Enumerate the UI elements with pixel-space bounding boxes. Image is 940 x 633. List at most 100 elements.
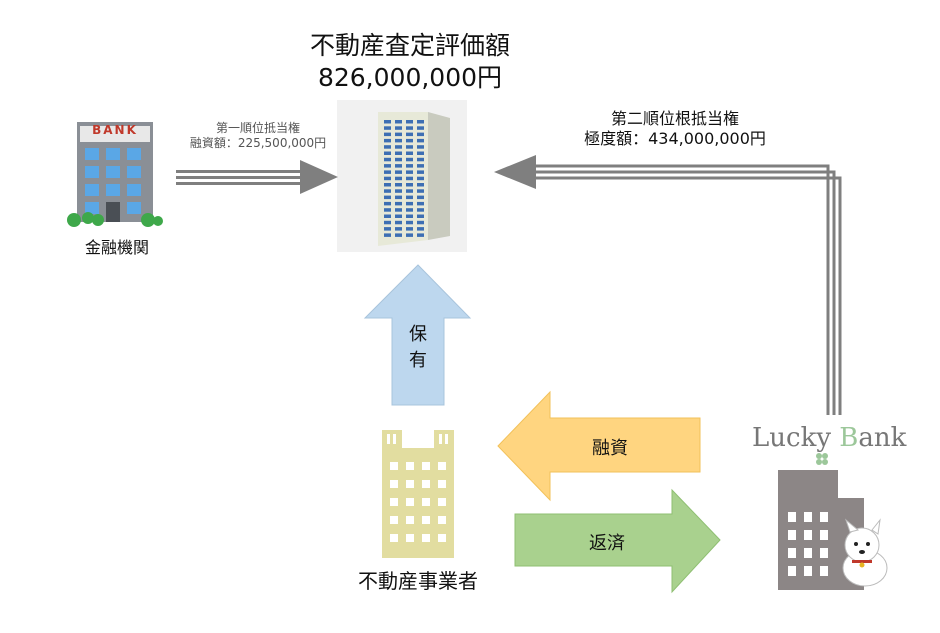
window-pane [417,195,424,200]
window-pane [384,201,391,206]
window-pane [406,157,413,162]
window-pane [390,462,398,470]
window-pane [395,220,402,225]
own-arrow [363,264,472,406]
repay-arrow [514,488,721,594]
window-pane [384,183,391,187]
second-lien-line2: 極度額：434,000,000円 [584,129,766,148]
window-pane [395,132,402,137]
window-pane [406,189,413,193]
window-pane [406,227,413,231]
first-lien-line2: 融資額：225,500,000円 [189,136,327,150]
window-pane [417,120,424,124]
own-arrow-label: 保有 [409,324,427,371]
window-pane [406,126,413,130]
window-pane [406,145,413,149]
window-pane [417,233,424,237]
window-pane [417,132,424,137]
window-pane [406,183,413,187]
window-pane [804,512,812,522]
window-pane [390,480,398,488]
window-pane [395,126,402,130]
window-pane [390,498,398,506]
window-pane [406,195,413,200]
window-pane [438,534,446,542]
operator-label: 不動産事業者 [358,569,478,593]
window-pane [395,201,402,206]
window-pane [395,233,402,237]
window-pane [417,176,424,181]
window-pane [406,164,413,168]
window-pane [384,145,391,149]
window-pane [406,480,414,488]
lucky-bank-logo-part3: ank [858,423,907,453]
window-pane [406,201,413,206]
window-pane [406,462,414,470]
lucky-bank-logo: Lucky Bank [752,423,922,453]
window-pane [438,462,446,470]
window-pane [820,548,828,558]
window-pane [417,170,424,174]
dog-mascot-icon [842,518,888,587]
second-lien-arrowhead [494,155,536,189]
window-pane [417,208,424,212]
window-pane [384,170,391,174]
window-pane [384,227,391,231]
window-pane [406,170,413,174]
window-pane [406,214,413,218]
bank-sign: BANK [92,123,138,137]
second-lien-line1: 第二順位根抵当権 [610,109,739,128]
window-pane [395,145,402,149]
window-pane [820,512,828,522]
window-pane [417,151,424,155]
window-pane [406,516,414,524]
window-pane [422,498,430,506]
valuation-title: 不動産査定評価額 [309,31,510,60]
window-pane [417,183,424,187]
window-pane [390,534,398,542]
window-pane [395,183,402,187]
window-pane [406,534,414,542]
window-pane [406,208,413,212]
window-pane [406,138,413,143]
window-pane [384,138,391,143]
window-pane [820,530,828,540]
window-pane [395,164,402,168]
window-pane [395,214,402,218]
window-pane [438,498,446,506]
window-pane [384,164,391,168]
window-pane [417,145,424,149]
clover-icon [816,453,828,465]
window-pane [406,151,413,155]
window-pane [438,516,446,524]
window-pane [417,214,424,218]
window-pane [395,227,402,231]
window-pane [417,201,424,206]
loan-arrow-label: 融資 [592,438,628,459]
lucky-bank-logo-part1: Lucky [752,423,840,453]
window-pane [417,164,424,168]
second-lien-arrow [530,164,842,415]
second-lien-text: 第二順位根抵当権 極度額：434,000,000円 [560,109,790,149]
window-pane [406,176,413,181]
bank-building-icon [67,122,163,227]
window-pane [384,176,391,181]
window-pane [406,233,413,237]
first-lien-line1: 第一順位抵当権 [215,121,300,135]
loan-arrow [497,390,701,502]
window-pane [395,195,402,200]
window-pane [804,530,812,540]
window-pane [438,480,446,488]
repay-arrow-label: 返済 [589,533,625,554]
window-pane [422,480,430,488]
window-pane [384,195,391,200]
first-lien-text: 第一順位抵当権 融資額：225,500,000円 [178,121,338,151]
window-pane [406,498,414,506]
window-pane [384,208,391,212]
window-pane [788,548,796,558]
window-pane [395,170,402,174]
window-pane [395,208,402,212]
window-pane [395,176,402,181]
window-pane [417,157,424,162]
